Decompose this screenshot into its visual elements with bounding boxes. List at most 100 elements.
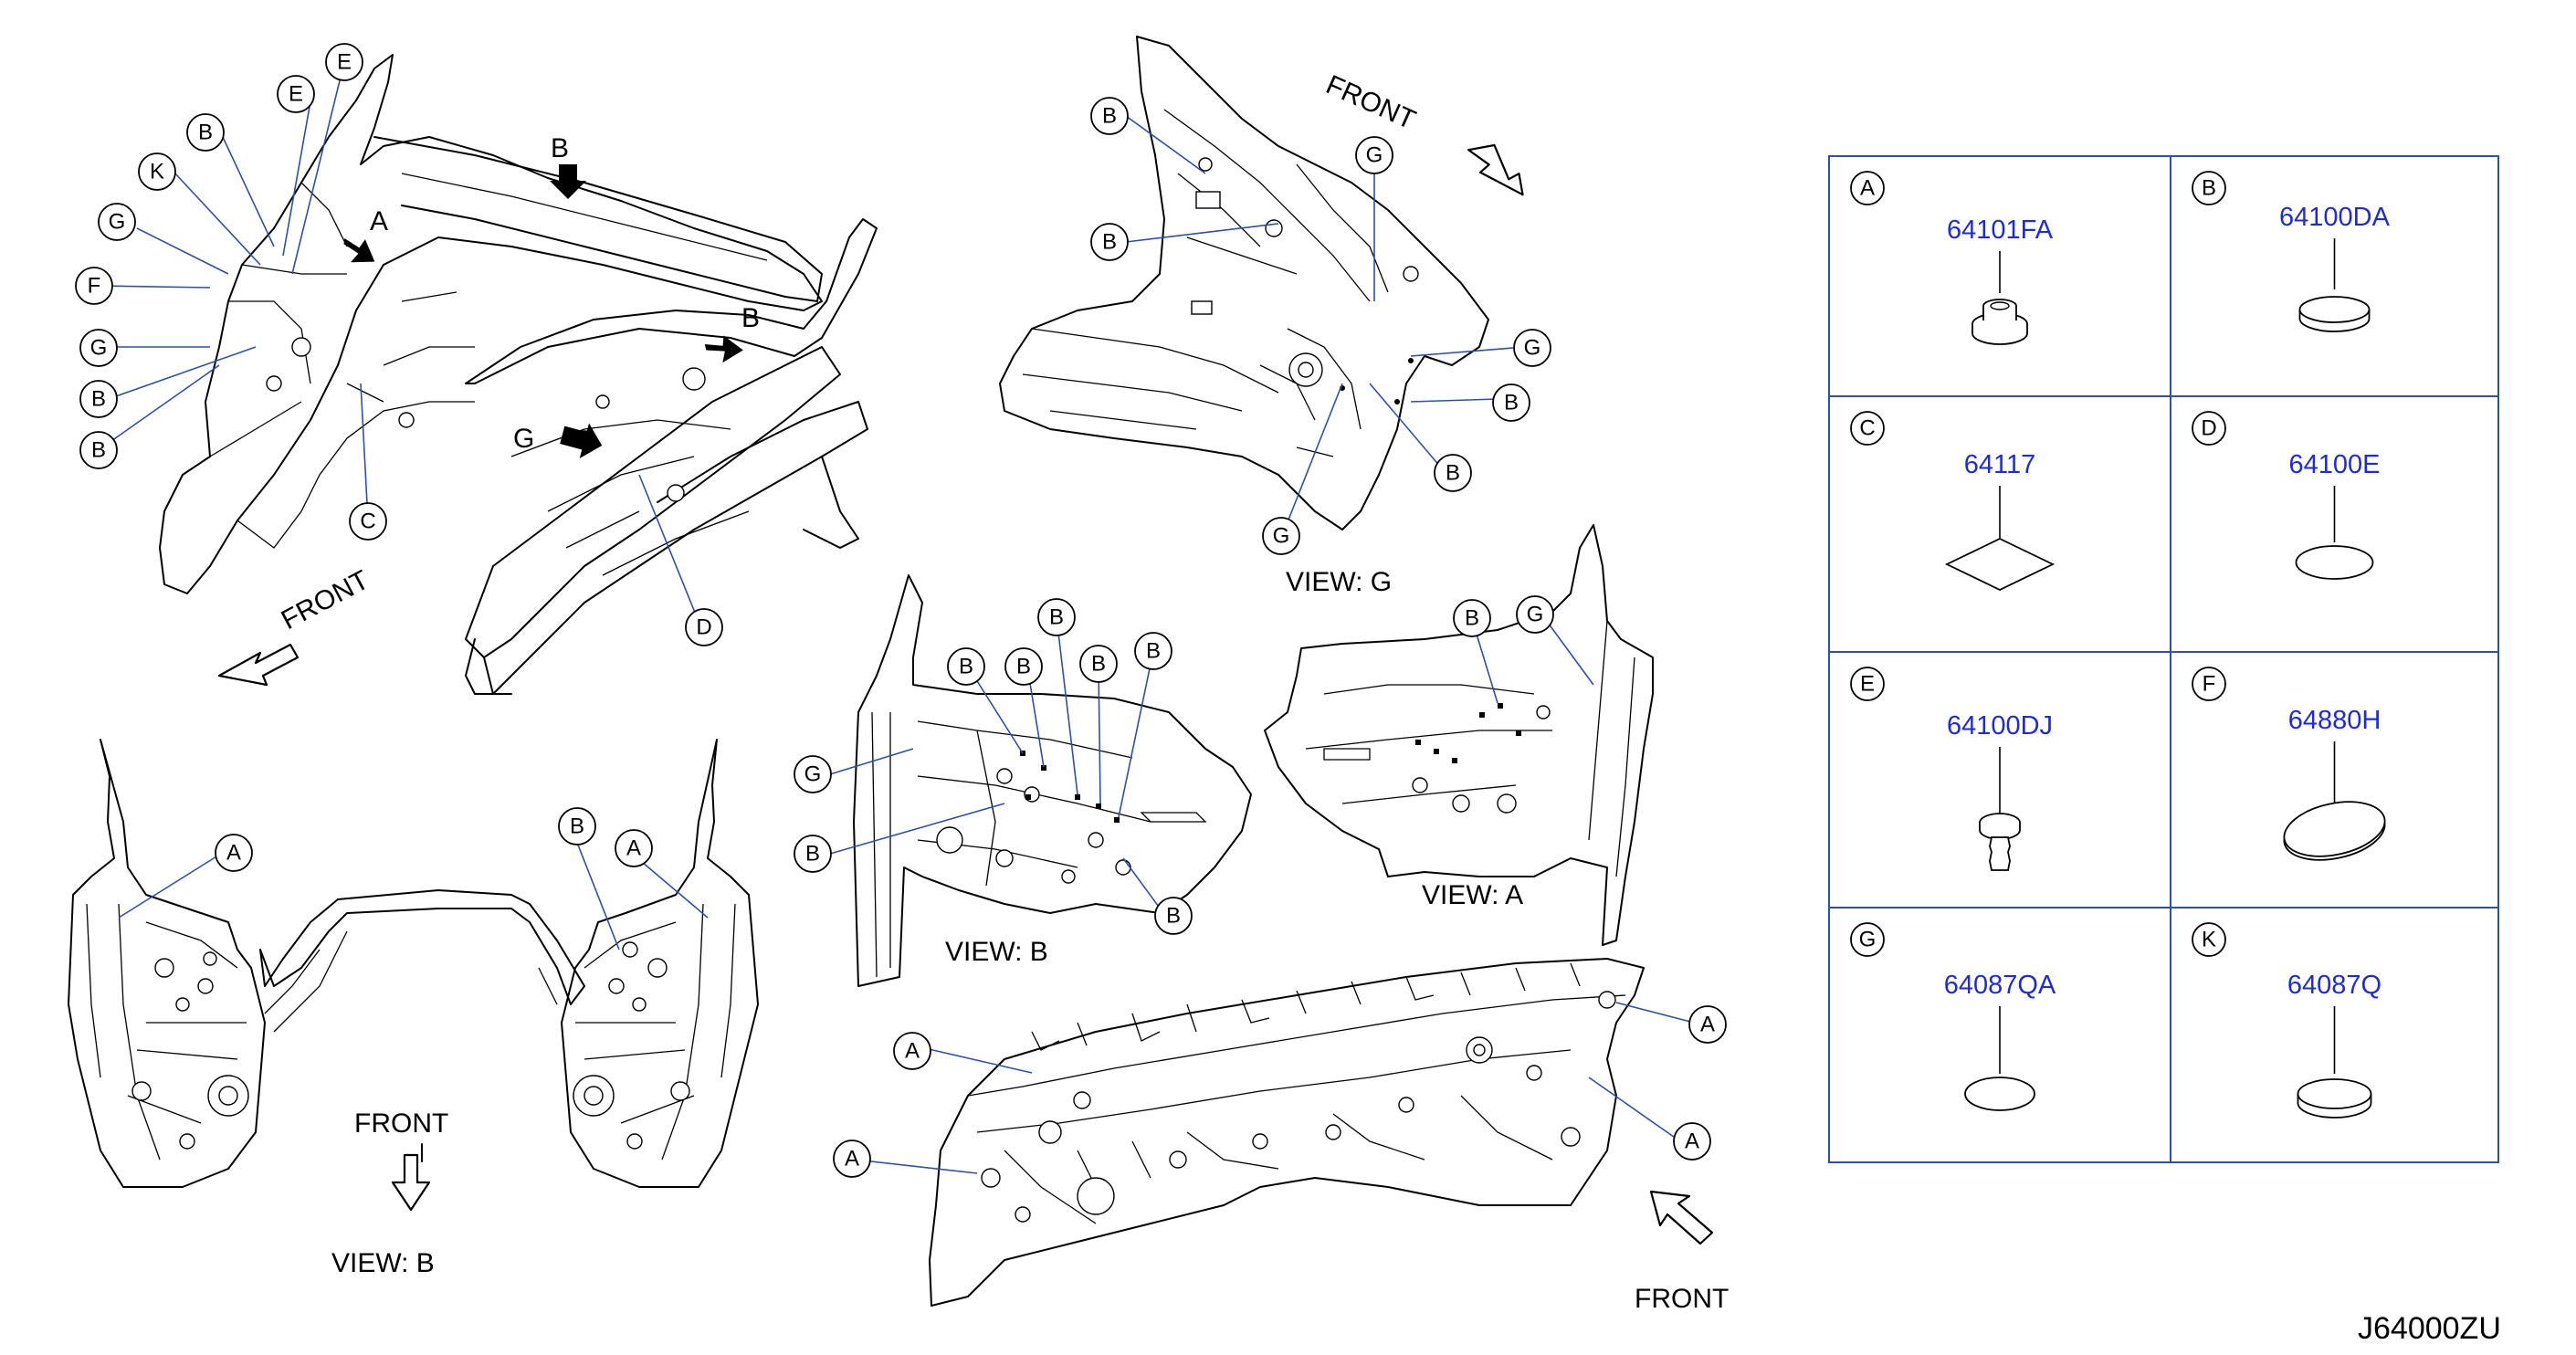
callout-b-2: B — [79, 380, 118, 418]
dash-callout-a-3: A — [1688, 1005, 1727, 1044]
front-body-assembly — [159, 54, 878, 695]
dash-callout-a: A — [893, 1032, 931, 1070]
svg-text:A: A — [226, 841, 241, 866]
part-number: 64100DJ — [1947, 711, 2053, 741]
main-callouts: E E B K G F G B B C D A B B G FRONT — [75, 43, 760, 646]
svg-text:A: A — [1860, 176, 1875, 201]
dash-callout-a-2: A — [833, 1140, 871, 1178]
svg-text:A: A — [626, 836, 641, 861]
callout-d: D — [685, 608, 723, 646]
part-number: 64087Q — [2287, 971, 2381, 1000]
svg-text:B: B — [1446, 461, 1460, 486]
svg-text:E: E — [1860, 672, 1875, 697]
svg-text:B: B — [1166, 904, 1181, 929]
svg-text:B: B — [1465, 606, 1479, 631]
part-number: 64880H — [2288, 706, 2381, 735]
parts-cell-g: G 64087QA — [1850, 922, 2056, 1111]
view-g-callout-g: G — [1355, 136, 1393, 174]
arrow-label-g: G — [513, 424, 534, 454]
svg-text:B: B — [1016, 655, 1031, 679]
view-b-c-callout-b: B — [947, 647, 985, 686]
parts-cell-d: D 64100E — [2192, 411, 2381, 580]
parts-cell-e: E 64100DJ — [1850, 667, 2053, 871]
view-a-callouts: B G VIEW: A — [1422, 595, 1594, 910]
part-number: 64100DA — [2279, 203, 2391, 232]
front-label-dash: FRONT — [1635, 1284, 1729, 1314]
part-number: 64100E — [2289, 450, 2381, 479]
parts-table: A 64101FA B 64100DA C 64117 D 64100E E 64100D… — [1828, 155, 2499, 1163]
parts-cell-letter: G — [1850, 922, 1885, 957]
callout-b: B — [186, 113, 225, 152]
svg-text:A: A — [845, 1147, 859, 1171]
svg-text:B: B — [805, 842, 820, 867]
parts-cell-c: C 64117 — [1850, 411, 2056, 591]
grommet-plug-icon — [1971, 299, 2028, 345]
svg-text:A: A — [1685, 1129, 1699, 1154]
arrow-label-a: A — [370, 206, 388, 236]
arrow-label-b-2: B — [741, 303, 760, 333]
callout-g: G — [98, 203, 136, 241]
svg-text:G: G — [109, 210, 126, 235]
callout-k: K — [138, 152, 176, 191]
parts-cell-letter: K — [2192, 922, 2226, 957]
svg-text:B: B — [91, 438, 106, 463]
svg-text:B: B — [91, 387, 106, 412]
svg-text:G: G — [90, 336, 108, 361]
view-b-left-drawing — [68, 739, 759, 1212]
front-label-view-b: FRONT — [354, 1108, 448, 1139]
view-b-callout-a-2: A — [615, 829, 653, 867]
part-number: 64117 — [1964, 450, 2036, 479]
svg-text:G: G — [1273, 524, 1290, 549]
view-g-callout-g-2: G — [1513, 329, 1551, 367]
callout-e-top: E — [325, 43, 363, 81]
view-b-center-callouts: B B B B B G B B VIEW: B — [794, 598, 1193, 967]
view-b-center-drawing — [853, 574, 1252, 987]
svg-text:E: E — [289, 82, 303, 107]
svg-text:K: K — [2202, 928, 2216, 952]
view-a-title: VIEW: A — [1422, 880, 1523, 910]
view-b-left-callouts: A B A FRONT VIEW: B — [118, 807, 709, 1278]
view-g-callout-b-3: B — [1492, 383, 1530, 422]
part-number: 64087QA — [1944, 971, 2056, 1000]
view-g-callout-b: B — [1090, 97, 1129, 135]
view-g-callout-g-3: G — [1262, 517, 1300, 555]
svg-text:B: B — [1102, 104, 1117, 129]
callout-f: F — [75, 267, 113, 305]
view-b-callout-b: B — [558, 807, 596, 846]
callout-c: C — [349, 502, 387, 541]
svg-text:B: B — [1091, 652, 1106, 677]
view-b-c-callout-b-6: B — [794, 835, 832, 873]
parts-cell-letter: A — [1850, 171, 1885, 205]
parts-table-border — [1828, 155, 2499, 1163]
svg-text:G: G — [1527, 603, 1544, 627]
view-b-c-callout-b-4: B — [1079, 645, 1118, 683]
front-label-view-g: FRONT — [1321, 69, 1420, 135]
part-number: 64101FA — [1947, 215, 2054, 245]
dash-panel-drawing — [929, 958, 1714, 1307]
view-b-c-callout-b-7: B — [1154, 897, 1193, 935]
svg-text:E: E — [337, 50, 352, 75]
svg-text:C: C — [1859, 416, 1875, 441]
svg-text:B: B — [2202, 176, 2216, 201]
svg-text:C: C — [360, 509, 375, 534]
view-b-c-callout-b-3: B — [1037, 598, 1076, 636]
view-g-title: VIEW: G — [1286, 567, 1392, 597]
callout-b-3: B — [79, 431, 118, 469]
arrow-label-b: B — [551, 133, 569, 163]
svg-text:D: D — [696, 615, 711, 640]
parts-cell-letter: D — [2192, 411, 2226, 446]
svg-text:G: G — [1366, 143, 1383, 168]
parts-cell-k: K 64087Q — [2192, 922, 2381, 1119]
svg-text:B: B — [198, 121, 213, 145]
flat-plug-icon — [1964, 1077, 2035, 1111]
diagram-code: J64000ZU — [2358, 1311, 2501, 1346]
view-b-c-callout-g: G — [794, 755, 832, 793]
view-a-drawing — [1264, 524, 1654, 946]
parts-cell-a: A 64101FA — [1850, 171, 2054, 345]
view-g-callout-b-4: B — [1434, 454, 1472, 492]
svg-text:B: B — [1102, 230, 1117, 255]
view-g-callout-b-2: B — [1090, 223, 1129, 261]
svg-text:K: K — [150, 160, 164, 184]
